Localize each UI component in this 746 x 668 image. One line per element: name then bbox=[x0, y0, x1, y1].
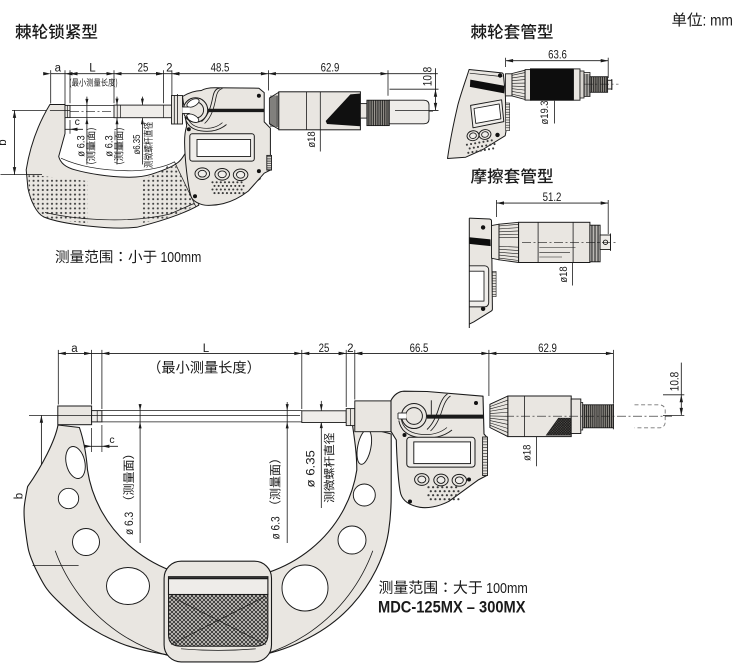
svg-text:a: a bbox=[71, 343, 78, 355]
svg-text:62.9: 62.9 bbox=[321, 62, 340, 74]
svg-text:ø 6.3: ø 6.3 bbox=[75, 135, 87, 156]
svg-text:2: 2 bbox=[166, 62, 172, 74]
svg-text:ø 6.3: ø 6.3 bbox=[103, 135, 115, 156]
svg-text:a: a bbox=[55, 62, 62, 74]
svg-text:L: L bbox=[89, 62, 96, 74]
svg-text:10.8: 10.8 bbox=[669, 372, 681, 392]
svg-text:ø18: ø18 bbox=[522, 445, 534, 461]
svg-text:25: 25 bbox=[138, 62, 149, 74]
svg-text:MDC-125MX – 300MX: MDC-125MX – 300MX bbox=[378, 597, 526, 616]
svg-text:25: 25 bbox=[319, 343, 330, 355]
svg-text:ø6.35: ø6.35 bbox=[132, 134, 143, 154]
svg-text:c: c bbox=[75, 116, 80, 128]
svg-text:ø 6.3: ø 6.3 bbox=[122, 512, 136, 535]
svg-text:L: L bbox=[203, 343, 210, 355]
svg-text:ø19.3: ø19.3 bbox=[539, 101, 551, 125]
svg-text:ø18: ø18 bbox=[306, 131, 318, 147]
svg-text:63.6: 63.6 bbox=[548, 49, 567, 61]
svg-text:ø18: ø18 bbox=[558, 266, 570, 282]
svg-text:b: b bbox=[14, 493, 26, 499]
svg-text:100mm: 100mm bbox=[486, 581, 528, 597]
svg-text:62.9: 62.9 bbox=[538, 343, 557, 355]
svg-text:b: b bbox=[0, 139, 9, 145]
svg-text:c: c bbox=[109, 434, 114, 446]
svg-text:100mm: 100mm bbox=[160, 250, 201, 266]
svg-text:: mm: : mm bbox=[703, 12, 733, 29]
svg-text:66.5: 66.5 bbox=[410, 343, 429, 355]
svg-text:2: 2 bbox=[347, 343, 353, 355]
svg-text:10.8: 10.8 bbox=[422, 67, 434, 87]
svg-text:51.2: 51.2 bbox=[543, 192, 562, 204]
svg-text:ø 6.3: ø 6.3 bbox=[269, 516, 283, 539]
svg-text:48.5: 48.5 bbox=[211, 62, 230, 74]
svg-text:ø 6.35: ø 6.35 bbox=[304, 450, 318, 488]
